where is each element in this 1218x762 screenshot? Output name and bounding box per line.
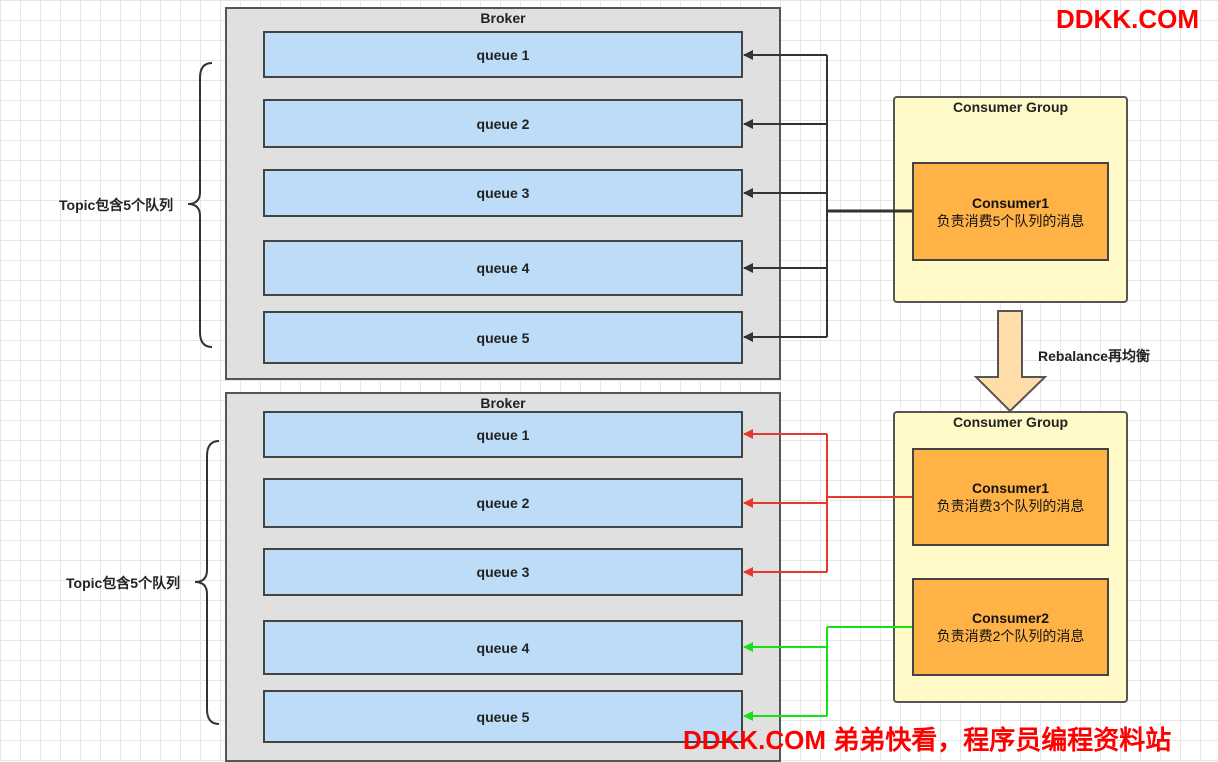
top-queue-1: queue 1 [263,31,743,78]
bottom-consumer-2-name: Consumer2 [971,610,1050,626]
top-consumer-1-desc: 负责消费5个队列的消息 [936,212,1085,229]
top-curly-brace [187,62,213,348]
top-queue-5: queue 5 [263,311,743,364]
bottom-curly-brace [194,440,220,725]
bottom-queue-2: queue 2 [263,478,743,528]
top-queue-3: queue 3 [263,169,743,217]
brand-watermark-bottom: DDKK.COM 弟弟快看，程序员编程资料站 [683,725,1172,755]
brand-watermark-top: DDKK.COM [1056,4,1199,34]
bottom-queue-1: queue 1 [263,411,743,458]
bottom-broker-title: Broker [480,395,526,411]
bottom-queue-5: queue 5 [263,690,743,743]
bottom-red-connectors [743,429,912,577]
bottom-consumer-1-name: Consumer1 [971,480,1050,496]
bottom-consumer-2: Consumer2 负责消费2个队列的消息 [912,578,1109,676]
bottom-queue-3: queue 3 [263,548,743,596]
bottom-consumer-1-desc: 负责消费3个队列的消息 [936,498,1085,514]
rebalance-label: Rebalance再均衡 [1038,348,1151,364]
bottom-consumer-group-title: Consumer Group [952,414,1069,430]
top-topic-label: Topic包含5个队列 [59,197,174,213]
top-consumer-1-name: Consumer1 [971,194,1050,211]
rebalance-arrow [973,310,1048,413]
bottom-consumer-2-desc: 负责消费2个队列的消息 [936,628,1085,644]
top-queue-4: queue 4 [263,240,743,296]
bottom-queue-4: queue 4 [263,620,743,675]
top-broker-title: Broker [480,10,526,26]
top-consumer-group-title: Consumer Group [952,99,1069,115]
top-consumer-1: Consumer1 负责消费5个队列的消息 [912,162,1109,261]
bottom-green-connectors [743,626,912,721]
bottom-topic-label: Topic包含5个队列 [66,575,181,591]
bottom-consumer-1: Consumer1 负责消费3个队列的消息 [912,448,1109,546]
top-queue-2: queue 2 [263,99,743,148]
top-connectors [743,50,912,342]
